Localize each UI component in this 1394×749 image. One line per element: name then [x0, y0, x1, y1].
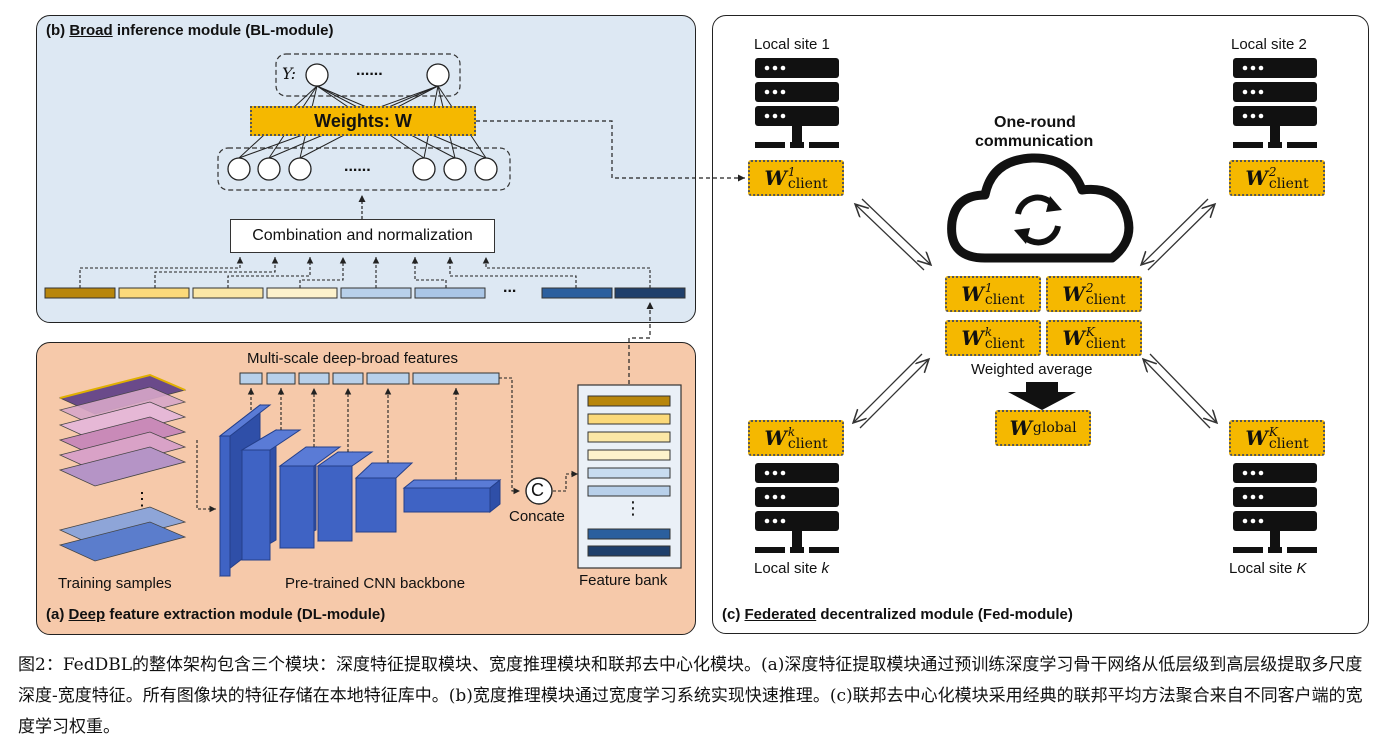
server-icon: [1233, 58, 1317, 148]
concat-label: Concate: [509, 508, 565, 525]
weights-box: Weights: W: [250, 106, 476, 136]
cnn-backbone: [218, 403, 502, 578]
feature-node: [412, 157, 436, 181]
feature-bar: [192, 287, 264, 299]
weighted-average-label: Weighted average: [971, 361, 1093, 378]
multiscale-bar: [366, 372, 410, 385]
aggregate-arrow-icon: [1008, 382, 1076, 410]
feature-bank-label: Feature bank: [579, 572, 668, 589]
feature-node: [443, 157, 467, 181]
cloud-icon: [947, 153, 1134, 263]
feature-ellipsis: ......: [344, 158, 371, 175]
dl-module-title: (a) Deep feature extraction module (DL-m…: [46, 606, 386, 623]
feature-node: [288, 157, 312, 181]
multiscale-bar: [239, 372, 263, 385]
site-1-label: Local site 1: [754, 36, 830, 53]
feature-bar: [414, 287, 486, 299]
servers: [755, 58, 1317, 553]
bank-entry: [587, 413, 671, 425]
output-node-group: [275, 53, 461, 97]
server-icon: [755, 463, 839, 553]
site-k-label: Local site k: [754, 560, 830, 577]
multiscale-bar: [412, 372, 500, 385]
feature-node: [474, 157, 498, 181]
bank-entry: [587, 528, 671, 540]
bl-module-title: (b) Broad inference module (BL-module): [46, 22, 334, 39]
bank-entry: [587, 545, 671, 557]
server-icon: [755, 58, 839, 148]
site-2-label: Local site 2: [1231, 36, 1307, 53]
site-K-label: Local site K: [1229, 560, 1307, 577]
feature-node: [227, 157, 251, 181]
cnn-backbone-label: Pre-trained CNN backbone: [285, 575, 466, 592]
multiscale-bar: [266, 372, 296, 385]
comm-label-line1: One-round: [994, 114, 1076, 131]
output-label: Y:: [282, 64, 296, 83]
bank-entry: [587, 467, 671, 479]
feature-node-group: [217, 147, 511, 191]
feature-node: [257, 157, 281, 181]
bank-entry: [587, 485, 671, 497]
bank-ellipsis: ⋮: [624, 498, 642, 518]
feature-bar: [266, 287, 338, 299]
feature-bar: [118, 287, 190, 299]
feature-bar: [340, 287, 412, 299]
multiscale-bar: [298, 372, 330, 385]
bank-entry: [587, 449, 671, 461]
bar-ellipsis: ...: [503, 279, 517, 296]
samples-ellipsis: ⋮: [133, 489, 151, 509]
bank-entry: [587, 431, 671, 443]
comm-label-line2: communication: [975, 133, 1094, 150]
output-node: [426, 63, 450, 87]
multiscale-label: Multi-scale deep-broad features: [247, 350, 458, 367]
output-ellipsis: ......: [356, 62, 383, 79]
output-node: [305, 63, 329, 87]
figure-caption: 图2：FedDBL的整体架构包含三个模块：深度特征提取模块、宽度推理模块和联邦去…: [18, 655, 1363, 737]
concat-symbol: C: [531, 480, 544, 500]
multiscale-bar: [332, 372, 364, 385]
training-samples-label: Training samples: [58, 575, 172, 592]
server-icon: [1233, 463, 1317, 553]
concat-node: [525, 477, 553, 505]
bank-entry: [587, 395, 671, 407]
feature-bar: [541, 287, 613, 299]
feature-bar: [614, 287, 686, 299]
bl-module-panel: [36, 15, 696, 323]
training-samples-stack: [58, 374, 187, 562]
feature-bar: [44, 287, 116, 299]
combination-box: Combination and normalization: [230, 219, 495, 253]
fed-module-title: (c) Federated decentralized module (Fed-…: [722, 606, 1073, 623]
